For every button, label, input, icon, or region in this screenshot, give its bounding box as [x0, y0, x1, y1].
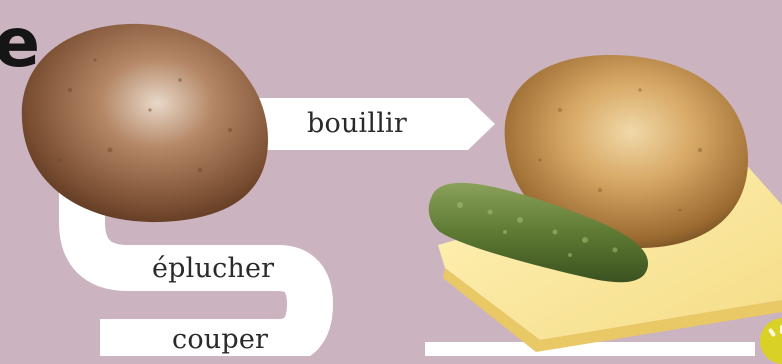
cut-band-right — [425, 342, 755, 356]
diagram-canvas — [0, 0, 782, 356]
title-fragment: e — [0, 10, 40, 78]
raw-potato-icon — [22, 24, 268, 222]
step-label-cut: couper — [172, 324, 268, 355]
step-label-peel: éplucher — [152, 253, 274, 284]
process-diagram: e bouillir éplucher couper — [0, 0, 782, 356]
badge-ray — [768, 328, 776, 338]
step-label-boil: bouillir — [307, 108, 407, 139]
